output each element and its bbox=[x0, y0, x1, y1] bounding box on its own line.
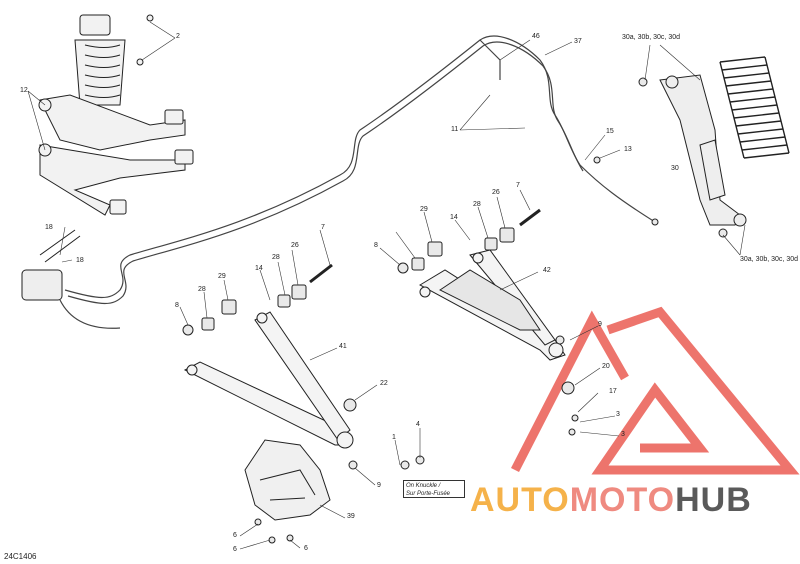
brand-part-moto: MOTO bbox=[569, 481, 676, 519]
note-line-1: On Knuckle / bbox=[406, 483, 441, 489]
callout-7-lower: 7 bbox=[321, 224, 325, 231]
callout-6-b: 6 bbox=[233, 546, 237, 553]
note-line-2: Sur Porte-Fusée bbox=[406, 491, 451, 497]
callout-26-lower: 26 bbox=[291, 242, 299, 249]
callout-11: 11 bbox=[451, 126, 459, 133]
callout-18-top: 18 bbox=[45, 224, 53, 231]
callout-4: 4 bbox=[416, 421, 420, 428]
callout-9-upper: 9 bbox=[598, 321, 602, 328]
callout-46: 46 bbox=[532, 33, 540, 40]
callout-29-lower: 29 bbox=[218, 273, 226, 280]
callout-30abcd-bottom: 30a, 30b, 30c, 30d bbox=[740, 256, 798, 263]
callout-17: 17 bbox=[609, 388, 617, 395]
callout-9-lower: 9 bbox=[377, 482, 381, 489]
callout-37: 37 bbox=[574, 38, 582, 45]
brand-logo: AUTOMOTOHUB bbox=[470, 480, 752, 520]
shock-absorber bbox=[659, 74, 747, 227]
brake-line bbox=[59, 35, 656, 329]
callout-15: 15 bbox=[606, 128, 614, 135]
callout-18-bottom: 18 bbox=[76, 257, 84, 264]
upper-a-arm-42 bbox=[418, 249, 566, 361]
brand-triangle-mark bbox=[510, 306, 800, 475]
callout-41: 41 bbox=[339, 343, 347, 350]
callout-14-upper: 14 bbox=[450, 214, 458, 221]
callout-6-a: 6 bbox=[233, 532, 237, 539]
callout-1: 1 bbox=[392, 434, 396, 441]
callout-30abcd-top: 30a, 30b, 30c, 30d bbox=[622, 34, 680, 41]
callout-26-upper: 26 bbox=[492, 189, 500, 196]
callout-2: 2 bbox=[176, 33, 180, 40]
left-suspension-assembly bbox=[38, 14, 194, 216]
callout-28-lower: 28 bbox=[272, 254, 280, 261]
callout-20: 20 bbox=[602, 363, 610, 370]
callout-13: 13 bbox=[624, 146, 632, 153]
callout-7-upper: 7 bbox=[516, 182, 520, 189]
callout-8-lower: 8 bbox=[175, 302, 179, 309]
leader-lines bbox=[27, 21, 746, 550]
diagram-code: 24C1406 bbox=[4, 552, 37, 561]
callout-22: 22 bbox=[380, 380, 388, 387]
callout-39: 39 bbox=[347, 513, 355, 520]
protector-39 bbox=[244, 439, 331, 521]
callout-12: 12 bbox=[20, 87, 28, 94]
callout-29-upper: 29 bbox=[420, 206, 428, 213]
callout-3-upper: 3 bbox=[616, 411, 620, 418]
callout-28-left: 28 bbox=[198, 286, 206, 293]
brand-part-auto: AUTO bbox=[470, 481, 570, 519]
callout-6-c: 6 bbox=[304, 545, 308, 552]
callout-14-lower: 14 bbox=[255, 265, 263, 272]
callout-42: 42 bbox=[543, 267, 551, 274]
brand-part-hub: HUB bbox=[675, 481, 752, 519]
coil-spring bbox=[719, 56, 790, 159]
bracket-assembly-18 bbox=[21, 229, 81, 301]
hardware-parts bbox=[182, 77, 728, 544]
callout-3-lower: 3 bbox=[621, 431, 625, 438]
callout-30: 30 bbox=[671, 165, 679, 172]
on-knuckle-note: On Knuckle / Sur Porte-Fusée bbox=[403, 480, 465, 498]
lower-a-arm-41 bbox=[183, 311, 354, 449]
callout-8-upper: 8 bbox=[374, 242, 378, 249]
callout-28-upper: 28 bbox=[473, 201, 481, 208]
